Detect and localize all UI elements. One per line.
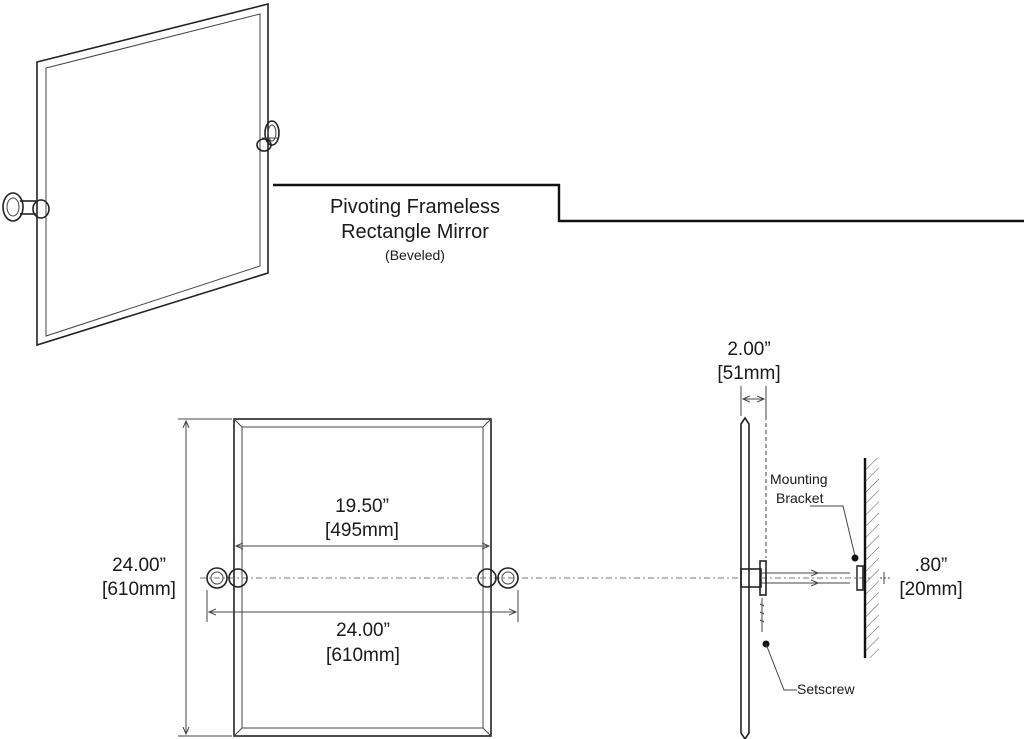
setscrew-leader [762, 640, 797, 691]
mounting-bracket-leader [810, 505, 859, 562]
overall-width-inches: 24.00” [336, 620, 390, 641]
perspective-left-bracket [2, 192, 50, 222]
overall-width-dimension [206, 590, 519, 622]
mounting-bracket-label-line1: Mounting [770, 471, 828, 487]
setscrew-label: Setscrew [797, 681, 855, 697]
perspective-mirror-view [2, 2, 280, 347]
product-subtitle: (Beveled) [385, 247, 445, 263]
depth-mm: [51mm] [717, 363, 781, 384]
title-callout-line [273, 183, 1024, 223]
front-left-bracket [206, 567, 248, 589]
height-dimension [178, 418, 232, 737]
bracket-depth-inches: .80” [914, 555, 948, 576]
mirror-width-mm: [495mm] [325, 520, 399, 541]
side-view [740, 416, 879, 739]
overall-width-mm: [610mm] [326, 645, 400, 666]
product-title-line1: Pivoting Frameless [329, 196, 501, 218]
depth-dimension [740, 386, 767, 558]
mirror-width-inches: 19.50” [335, 496, 389, 517]
product-title-line2: Rectangle Mirror [341, 221, 489, 243]
bracket-depth-mm: [20mm] [899, 579, 963, 600]
front-right-bracket [477, 567, 519, 589]
mounting-bracket-label-line2: Bracket [776, 490, 824, 506]
height-inches: 24.00” [112, 555, 166, 576]
depth-inches: 2.00” [727, 339, 771, 360]
bracket-depth-dimension [856, 566, 892, 590]
perspective-right-bracket [256, 120, 280, 152]
height-mm: [610mm] [102, 579, 176, 600]
front-mirror-view [200, 418, 740, 737]
